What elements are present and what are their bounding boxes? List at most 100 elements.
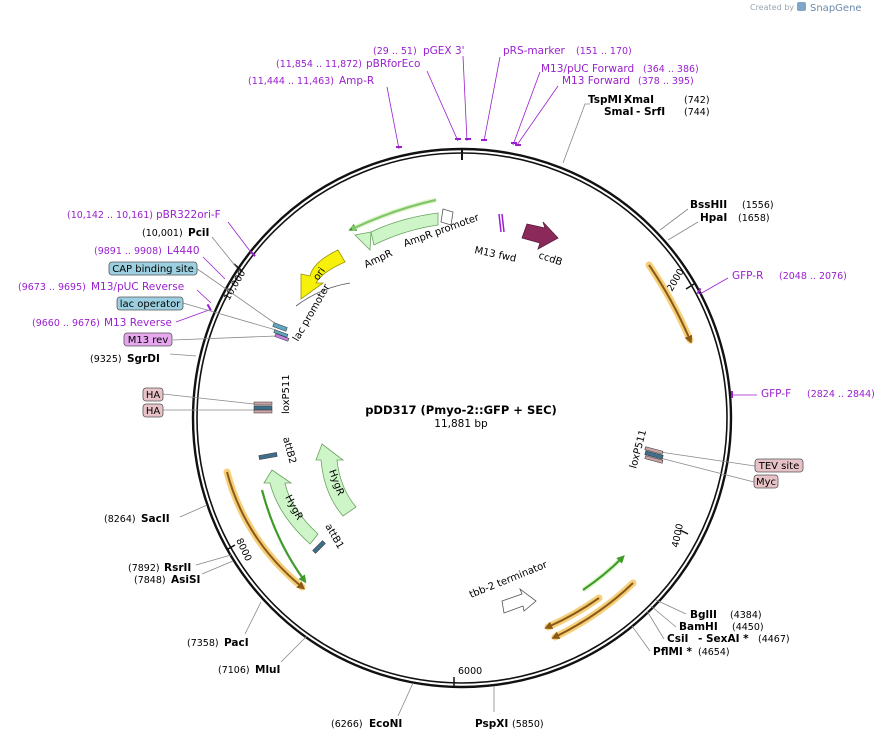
svg-text:TEV site: TEV site [758, 461, 800, 472]
enzyme-position: (742) [684, 95, 710, 106]
enzyme-left-group: (6266) (7106) MluI (7358) PacI (7892) Rs… [104, 504, 308, 676]
primer-label: pGEX 3' [423, 45, 465, 57]
plasmid-title: pDD317 (Pmyo-2::GFP + SEC) 11,881 bp [365, 403, 557, 430]
tick-4000: 4000 [670, 523, 686, 549]
ccdb-feature: M13 fwd ccdB [473, 213, 564, 268]
svg-text:HA: HA [146, 390, 161, 401]
svg-text:(10,001): (10,001) [142, 228, 183, 239]
svg-text:attB1: attB1 [322, 522, 345, 551]
svg-text:-: - [636, 106, 640, 118]
svg-text:(6266): (6266) [331, 719, 363, 730]
svg-text:SgrDI: SgrDI [127, 353, 160, 365]
svg-text:EcoNI: EcoNI [369, 718, 402, 730]
svg-text:BssHII: BssHII [690, 199, 727, 211]
svg-text:L4440: L4440 [167, 245, 200, 257]
hygr-feature: attB2 HygR HygR attB1 [258, 436, 357, 554]
enzyme-sgrdi-group: (9325) SgrDI (10,001) PciI [90, 227, 238, 365]
svg-text:M13 Forward: M13 Forward [562, 75, 630, 87]
snapgene-credit: Created by SnapGene [750, 2, 862, 14]
svg-text:(4654): (4654) [698, 647, 730, 658]
primer-position: (29 .. 51) [373, 46, 417, 57]
svg-text:M13/pUC Forward: M13/pUC Forward [541, 63, 634, 75]
svg-text:(4467): (4467) [758, 634, 790, 645]
svg-text:tbb-2 terminator: tbb-2 terminator [468, 559, 550, 601]
primer-label: pRS-marker [503, 45, 566, 57]
svg-text:(1658): (1658) [738, 213, 770, 224]
svg-text:(9673 .. 9695): (9673 .. 9695) [18, 282, 86, 293]
svg-text:CsiI: CsiI [667, 633, 688, 645]
svg-text:(9325): (9325) [90, 354, 122, 365]
svg-text:(11,854 .. 11,872): (11,854 .. 11,872) [276, 59, 362, 70]
svg-text:M13/pUC Reverse: M13/pUC Reverse [91, 281, 184, 293]
primers: (29 .. 51) pGEX 3' pRS-marker (151 .. 17… [18, 45, 875, 400]
svg-text:(5850): (5850) [512, 719, 544, 730]
enzyme-tspmi-group: TspMI XmaI - (742) SmaI SrfI - (744) [562, 94, 710, 164]
svg-text:(10,142 .. 10,161): (10,142 .. 10,161) [67, 210, 153, 221]
svg-text:(2048 .. 2076): (2048 .. 2076) [779, 271, 847, 282]
svg-text:(364 .. 386): (364 .. 386) [643, 64, 699, 75]
svg-text:(11,444 .. 11,463): (11,444 .. 11,463) [248, 76, 334, 87]
svg-text:(8264): (8264) [104, 514, 136, 525]
svg-text:-: - [698, 633, 702, 645]
svg-text:attB2: attB2 [280, 436, 298, 465]
svg-text:loxP511: loxP511 [281, 374, 292, 414]
svg-text:(7848): (7848) [134, 575, 166, 586]
credit-prefix: Created by [750, 3, 794, 12]
enzyme-position: (744) [684, 107, 710, 118]
svg-text:PspXI: PspXI [475, 718, 508, 730]
enzyme-label: XmaI [624, 94, 654, 106]
svg-text:M13 Reverse: M13 Reverse [104, 317, 172, 329]
enzyme-label: SrfI [644, 106, 665, 118]
svg-text:HA: HA [146, 406, 161, 417]
enzyme-label: TspMI [588, 94, 622, 106]
svg-text:(7358): (7358) [187, 638, 219, 649]
svg-text:MluI: MluI [255, 664, 280, 676]
boxed-features: CAP binding site lac operator M13 rev HA… [108, 261, 804, 489]
svg-text:pBRforEco: pBRforEco [366, 58, 420, 70]
svg-text:SacII: SacII [141, 513, 170, 525]
orf-green-left [260, 489, 307, 584]
svg-text:(378 .. 395): (378 .. 395) [638, 76, 694, 87]
svg-text:GFP-R: GFP-R [732, 270, 763, 282]
svg-text:SexAI *: SexAI * [706, 633, 749, 645]
svg-text:pBR322ori-F: pBR322ori-F [156, 209, 221, 221]
svg-text:(4450): (4450) [732, 622, 764, 633]
primer-position: (151 .. 170) [576, 46, 632, 57]
plasmid-name: pDD317 (Pmyo-2::GFP + SEC) [365, 403, 557, 417]
svg-text:PacI: PacI [224, 637, 249, 649]
svg-text:(7892): (7892) [128, 563, 160, 574]
snapgene-logo-icon [797, 2, 806, 11]
tick-6000: 6000 [458, 666, 482, 677]
svg-text:(9660 .. 9676): (9660 .. 9676) [32, 318, 100, 329]
loxp511-left: loxP511 [253, 374, 292, 414]
svg-text:(2824 .. 2844): (2824 .. 2844) [807, 389, 875, 400]
tick-10000: 10,000 [222, 268, 248, 302]
svg-text:PflMI *: PflMI * [653, 646, 692, 658]
ampr-feature: AmpR promoter AmpR [348, 197, 482, 271]
svg-text:HpaI: HpaI [700, 212, 727, 224]
enzyme-label: SmaI [604, 106, 634, 118]
svg-text:(4384): (4384) [730, 610, 762, 621]
svg-text:lac operator: lac operator [120, 299, 181, 310]
svg-text:PciI: PciI [188, 227, 209, 239]
svg-text:AmpR: AmpR [363, 248, 395, 271]
plasmid-length: 11,881 bp [434, 418, 488, 430]
enzyme-bottom-group: PspXI (5850) (6266) EcoNI [331, 682, 544, 730]
svg-text:(1556): (1556) [742, 200, 774, 211]
svg-text:-: - [624, 94, 628, 106]
enzyme-bglii-group: BglII (4384) BamHI (4450) CsiI - SexAI *… [631, 599, 790, 658]
feature-box [108, 261, 198, 276]
svg-text:M13 rev: M13 rev [128, 335, 169, 346]
svg-text:(9891 .. 9908): (9891 .. 9908) [94, 246, 162, 257]
orf-arcs [223, 261, 694, 641]
tbb2-terminator: tbb-2 terminator [468, 559, 550, 614]
svg-text:M13 fwd: M13 fwd [473, 245, 517, 265]
svg-text:Amp-R: Amp-R [339, 75, 374, 87]
svg-text:AsiSI: AsiSI [171, 574, 200, 586]
svg-text:BglII: BglII [690, 609, 717, 621]
credit-brand: SnapGene [810, 3, 862, 14]
svg-text:ccdB: ccdB [537, 250, 564, 268]
svg-text:Myc: Myc [756, 477, 776, 488]
enzyme-bsshii-group: BssHII (1556) HpaI (1658) [659, 199, 774, 241]
